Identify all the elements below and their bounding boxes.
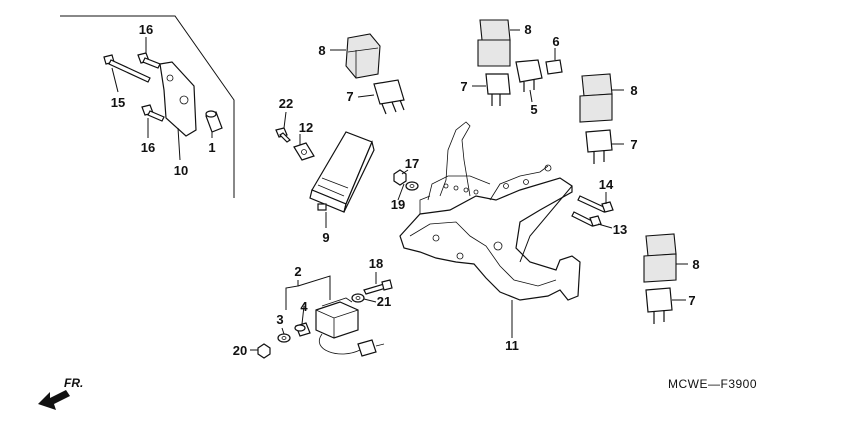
part-9-control-unit	[309, 131, 375, 213]
leaders-relays-upper	[330, 49, 375, 98]
callout-7-b: 7	[460, 79, 467, 94]
callout-7-c: 7	[630, 137, 637, 152]
callout-7-a: 7	[346, 89, 353, 104]
callout-10: 10	[174, 163, 188, 178]
part-16-bolt-upper	[137, 52, 161, 69]
part-16-bolt-lower	[141, 104, 165, 122]
leaders-frame	[511, 185, 573, 338]
part-10-bracket	[159, 61, 197, 137]
part-22-bolt	[275, 127, 291, 143]
callout-20: 20	[233, 343, 247, 358]
leaders-left	[111, 37, 213, 161]
callout-4: 4	[300, 299, 308, 314]
callout-16-lower: 16	[141, 140, 155, 155]
part-8-relay-a	[345, 33, 381, 79]
leaders-nuts	[397, 169, 409, 201]
part-20-nut	[257, 343, 271, 359]
callout-7-d: 7	[688, 293, 695, 308]
part-18-bolt	[363, 279, 393, 295]
callout-11: 11	[505, 338, 519, 353]
part-8-relay-b	[477, 19, 511, 67]
callout-15: 15	[111, 95, 125, 110]
callout-14: 14	[599, 177, 614, 192]
part-4-grommet	[294, 322, 311, 337]
part-3-collar	[277, 333, 291, 343]
front-direction-arrow	[38, 390, 70, 410]
part-12-clip	[293, 142, 315, 161]
part-14-bolt	[577, 195, 614, 213]
callout-5: 5	[530, 102, 537, 117]
callout-16-upper: 16	[139, 22, 153, 37]
callout-2: 2	[294, 264, 301, 279]
callout-8-d: 8	[692, 257, 699, 272]
part-8-relay-c	[579, 73, 613, 123]
part-1-spacer	[205, 110, 223, 133]
part-21-washer	[351, 293, 365, 303]
callout-8-a: 8	[318, 43, 325, 58]
part-19-washer	[405, 181, 419, 191]
part-7-relay-c	[585, 129, 613, 164]
callout-labels: 16 15 16 10 1 22 12 9 8 7 17 19 8 7 6 5 …	[111, 22, 700, 358]
leaders-middle	[283, 111, 327, 228]
front-direction-label: FR.	[64, 376, 83, 390]
callout-3: 3	[276, 312, 283, 327]
leaders-bolts-right	[597, 192, 613, 229]
callout-13: 13	[613, 222, 627, 237]
part-13-bolt	[571, 211, 602, 227]
callout-17: 17	[405, 156, 419, 171]
callout-12: 12	[299, 120, 313, 135]
leaders-relays-right	[472, 29, 624, 145]
part-6-cap	[545, 59, 563, 75]
callout-19: 19	[391, 197, 405, 212]
part-11-frame-bracket	[399, 121, 581, 301]
part-15-bolt	[103, 54, 151, 83]
callout-21: 21	[377, 294, 391, 309]
callout-8-b: 8	[524, 22, 531, 37]
diagram-code: MCWE—F3900	[668, 377, 757, 391]
part-8-relay-d	[643, 233, 677, 283]
callout-9: 9	[322, 230, 329, 245]
leaders-relays-lower	[672, 263, 688, 301]
part-7-relay-d	[645, 287, 673, 324]
callout-6: 6	[552, 34, 559, 49]
callout-22: 22	[279, 96, 293, 111]
leaders-lower-left	[250, 272, 377, 351]
part-7-relay-b	[485, 73, 511, 106]
part-5-relay	[515, 59, 543, 92]
part-2-regulator	[315, 297, 385, 357]
part-7-relay-a	[373, 79, 405, 115]
frame-lines	[60, 15, 235, 198]
callout-18: 18	[369, 256, 383, 271]
callout-8-c: 8	[630, 83, 637, 98]
callout-1: 1	[208, 140, 215, 155]
